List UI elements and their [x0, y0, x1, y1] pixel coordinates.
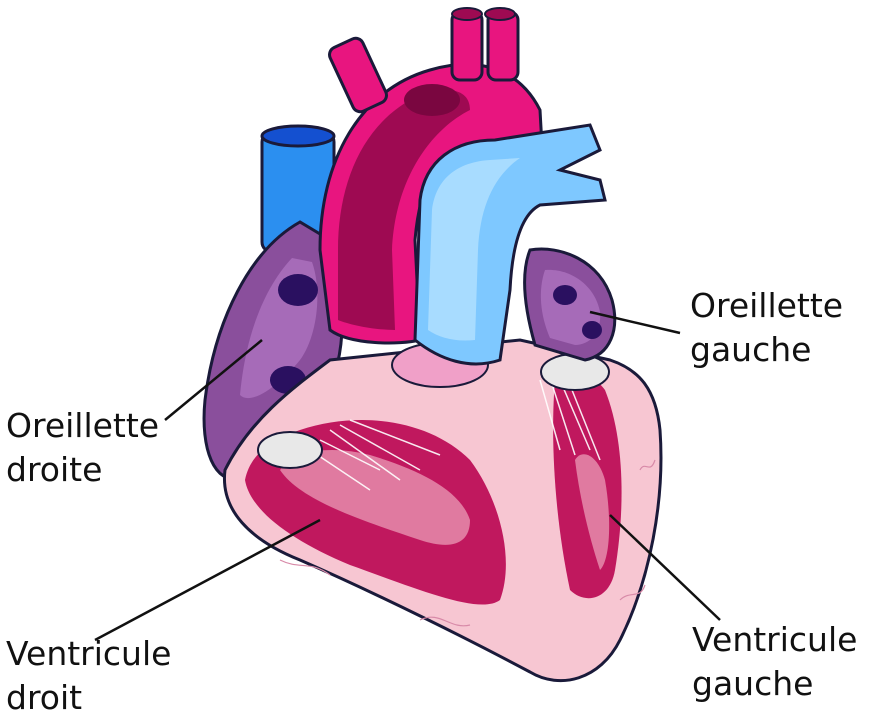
left-atrium	[525, 249, 615, 360]
label-left-atrium: Oreillette gauche	[690, 284, 843, 372]
label-right-ventricle: Ventricule droit	[6, 632, 171, 720]
label-left-ventricle-line-2: gauche	[692, 662, 857, 706]
label-left-ventricle-line-1: Ventricule	[692, 618, 857, 662]
label-right-atrium-line-2: droite	[6, 448, 159, 492]
label-right-ventricle-line-1: Ventricule	[6, 632, 171, 676]
label-left-atrium-line-2: gauche	[690, 328, 843, 372]
label-right-ventricle-line-2: droit	[6, 676, 171, 720]
label-left-atrium-line-1: Oreillette	[690, 284, 843, 328]
ventricles-body	[224, 340, 660, 681]
label-left-ventricle: Ventricule gauche	[692, 618, 857, 706]
label-right-atrium: Oreillette droite	[6, 404, 159, 492]
label-right-atrium-line-1: Oreillette	[6, 404, 159, 448]
leader-line-right-ventricle	[95, 520, 320, 640]
